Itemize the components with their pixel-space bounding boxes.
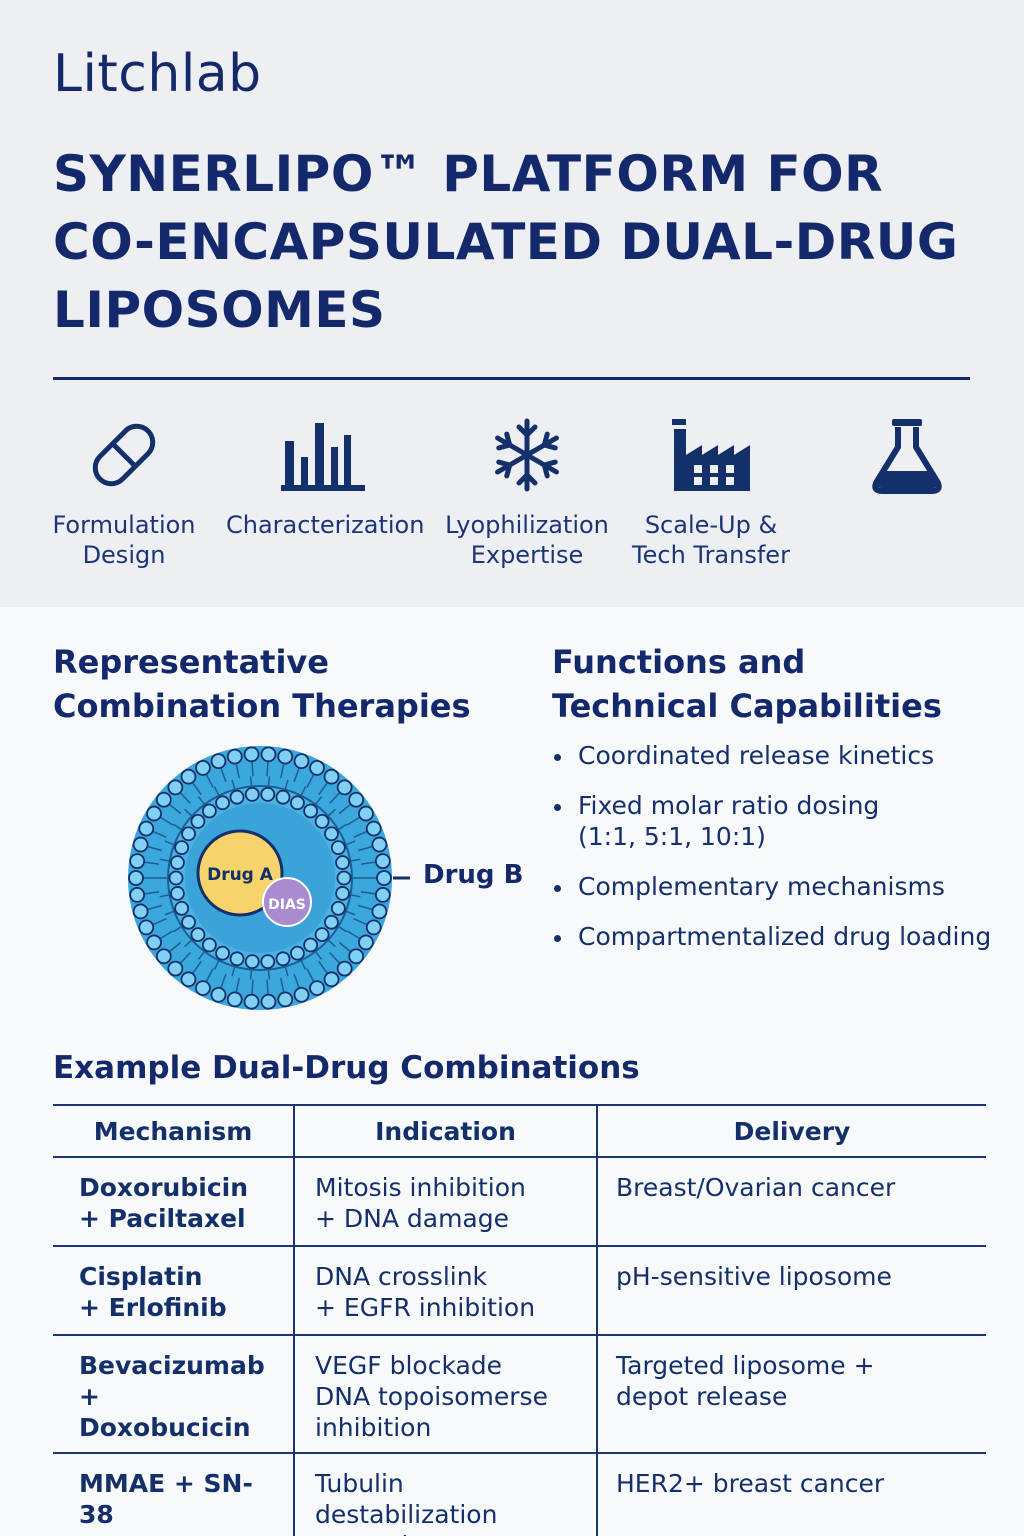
brand-logo: Litchlab [53,44,262,104]
functions-heading: Functions and Technical Capabilities [552,643,942,725]
indication-cell: Tubulin destabilization + Topoisomerase … [293,1453,597,1536]
feature-label: Formulation Design [52,511,196,569]
feature-formulation-design: Formulation Design [48,412,200,570]
list-item: Complementary mechanisms [552,871,1022,902]
feature-flask [862,412,952,510]
table-header-row: Mechanism Indication Delivery [53,1104,986,1158]
snowflake-icon [440,412,614,498]
delivery-cell: Breast/Ovarian cancer [596,1157,986,1247]
combinations-heading: Example Dual-Drug Combinations [53,1050,640,1086]
divider [53,377,970,380]
drug-pair: Doxorubicin + Paciltaxel [53,1157,294,1247]
drug-pair: Cisplatin + Erlofinib [53,1246,294,1336]
flask-icon [862,412,952,498]
delivery-cell: HER2+ breast cancer [596,1453,986,1536]
list-item: Fixed molar ratio dosing (1:1, 5:1, 10:1… [552,790,1022,852]
list-item: Coordinated release kinetics [552,740,1022,771]
page-title: SYNERLIPO™ PLATFORM FOR CO-ENCAPSULATED … [53,145,959,339]
column-header-mechanism: Mechanism [53,1104,294,1158]
feature-label: Characterization [226,511,425,539]
feature-scale-up: Scale-Up & Tech Transfer [628,412,794,570]
drug-b-label: Drug B [423,860,524,890]
indication-cell: VEGF blockade DNA topoisomerse inhibitio… [293,1335,597,1454]
feature-characterization: Characterization [226,412,425,540]
liposome-diagram: Drug A DIAS [110,735,420,1039]
table-row: MMAE + SN-38 Tubulin destabilization + T… [53,1453,986,1536]
delivery-cell: Targeted liposome + depot release [596,1335,986,1454]
table-row: Doxorubicin + Paciltaxel Mitosis inhibit… [53,1157,986,1247]
column-header-delivery: Delivery [596,1104,986,1158]
table-row: Cisplatin + Erlofinib DNA crosslink + EG… [53,1246,986,1336]
drug-inner-label: DIAS [268,897,306,913]
delivery-cell: pH-sensitive liposome [596,1246,986,1336]
bar-chart-icon [226,412,422,498]
factory-icon [628,412,794,498]
header-section [0,0,1024,607]
column-header-indication: Indication [293,1104,597,1158]
representative-heading: Representative Combination Therapies [53,643,471,725]
indication-cell: Mitosis inhibition + DNA damage [293,1157,597,1247]
feature-label: Lyophilization Expertise [445,511,609,569]
capsule-icon [48,412,200,498]
drug-pair: MMAE + SN-38 [79,1469,253,1529]
combinations-table: Mechanism Indication Delivery Doxorubici… [53,1104,986,1536]
table-row: Bevacizumab + Doxobucicin VEGF blockade … [53,1335,986,1454]
list-item: Compartmentalized drug loading [552,921,1022,952]
indication-cell: DNA crosslink + EGFR inhibition [293,1246,597,1336]
drug-a-label: Drug A [207,865,274,885]
drug-pair: Bevacizumab + Doxobucicin [53,1335,294,1454]
feature-lyophilization: Lyophilization Expertise [440,412,614,570]
feature-label: Scale-Up & Tech Transfer [632,511,790,569]
capabilities-list: Coordinated release kinetics Fixed molar… [552,740,1022,971]
liposome-icon: Drug A DIAS [128,746,420,1010]
